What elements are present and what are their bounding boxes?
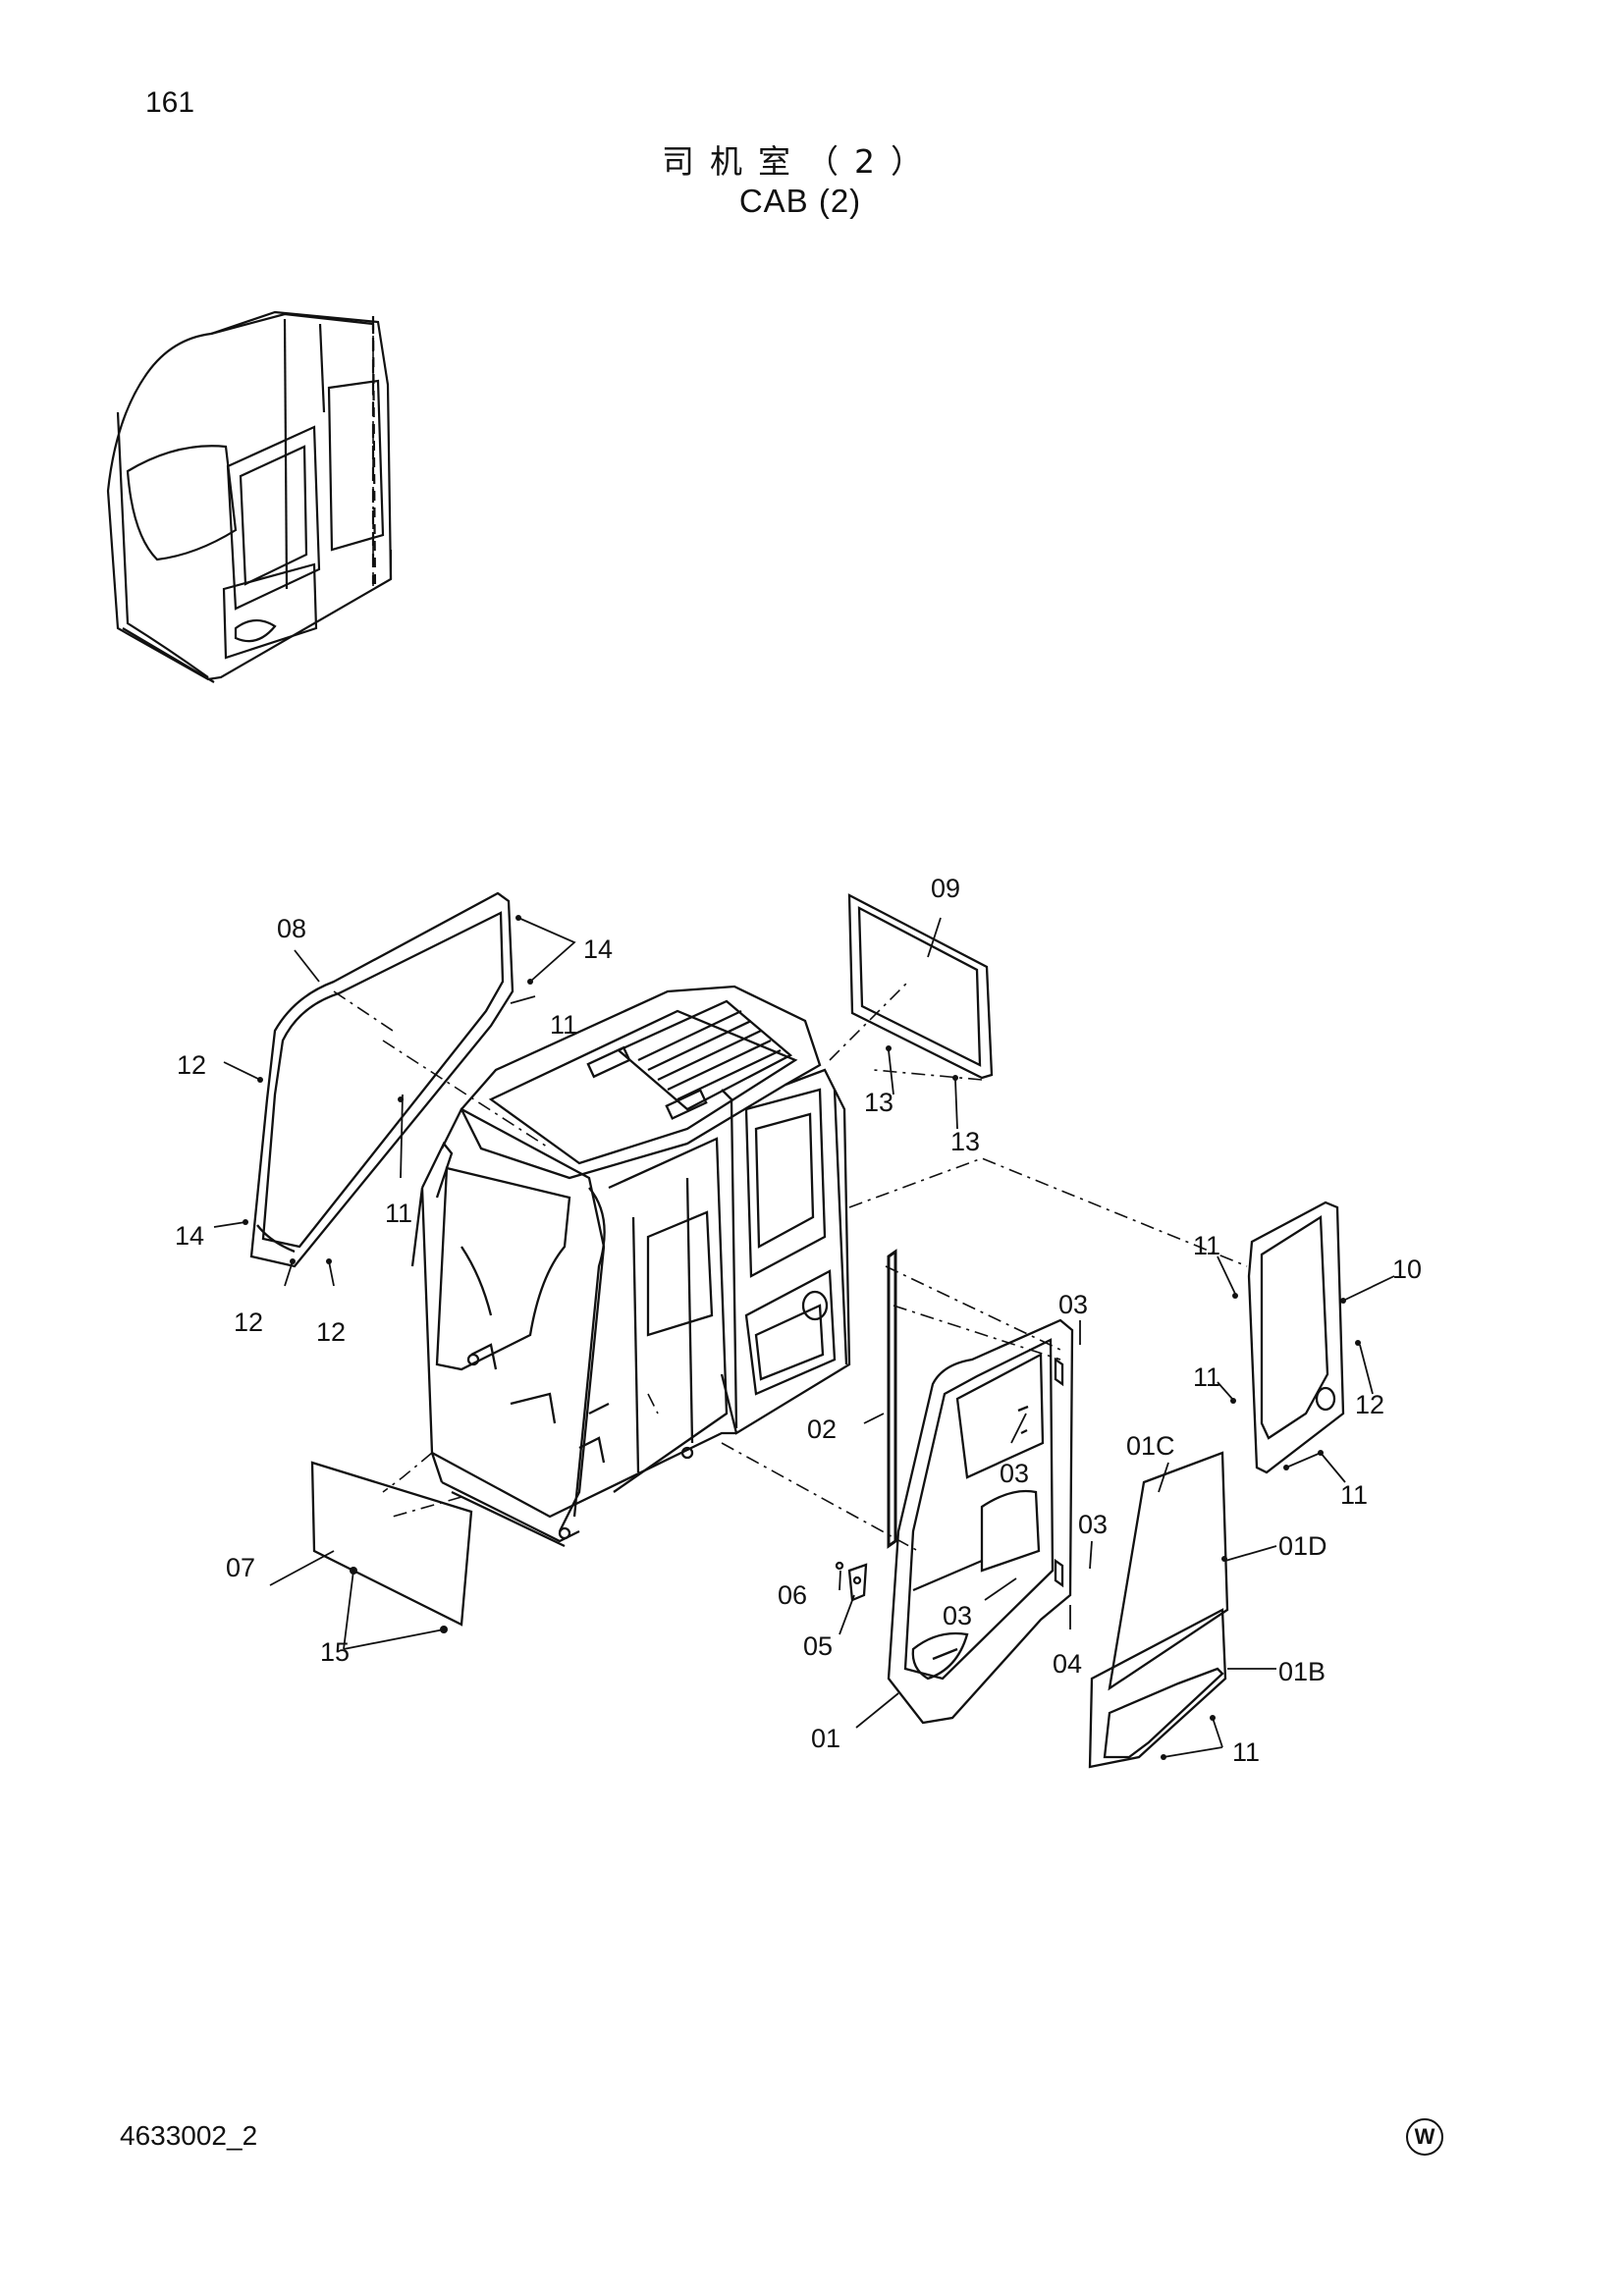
callout-02: 02 [807,1415,837,1444]
callout-01D: 01D [1278,1531,1327,1561]
part-02-seal [887,1249,897,1549]
page-title-chinese: 司机室（2） [662,142,939,181]
cab-frame [410,985,851,1548]
part-10-side-glass [1247,1201,1345,1474]
part-09-roof-glass [847,893,994,1080]
callout-12-bottom-b: 12 [316,1317,346,1347]
callout-12-right: 12 [1355,1390,1384,1419]
alignment-lines [333,316,1248,1552]
callout-01C: 01C [1126,1431,1175,1461]
callout-11-right-mid: 11 [1193,1362,1220,1392]
part-05-06-latch [835,1561,868,1602]
callout-03-top: 03 [1058,1290,1088,1319]
callout-08: 08 [277,914,306,943]
callout-03-right: 03 [1078,1510,1108,1539]
part-01B-door-lower-glass [1088,1608,1227,1769]
part-01C-door-upper-glass [1108,1451,1229,1691]
callout-07: 07 [226,1553,255,1582]
callout-12-left: 12 [177,1050,206,1080]
callout-01B: 01B [1278,1657,1326,1686]
document-code: 4633002_2 [120,2120,258,2151]
callout-13-a: 13 [864,1088,893,1117]
callout-14-left: 14 [175,1221,204,1251]
fastener-dots [243,915,1361,1760]
callout-01: 01 [811,1724,840,1753]
callout-12-bottom-a: 12 [234,1308,263,1337]
callout-10: 10 [1392,1255,1422,1284]
page-number: 161 [145,86,195,119]
callout-11-top: 11 [550,1010,577,1040]
callout-14-top: 14 [583,934,613,964]
callout-13-b: 13 [950,1127,980,1156]
callout-11-right-bottom: 11 [1340,1480,1368,1510]
w-mark-icon: W [1406,2118,1443,2156]
part-01-door [887,1318,1074,1725]
callout-09: 09 [931,874,960,903]
callout-05: 05 [803,1631,833,1661]
callout-11-right-top: 11 [1193,1231,1220,1260]
callout-03-mid: 03 [1000,1459,1029,1488]
callout-03-bottom: 03 [943,1601,972,1630]
callout-11-bottom: 11 [1232,1737,1260,1767]
page-title-english: CAB (2) [738,183,862,219]
part-07-lower-glass [310,1461,473,1627]
part-08-front-glass [249,891,514,1268]
leader-lines [213,917,1395,1758]
callout-06: 06 [778,1580,807,1610]
callout-15: 15 [320,1637,350,1667]
reference-cab-thumbnail [106,310,393,683]
callout-11-left: 11 [385,1199,412,1228]
callout-04: 04 [1053,1649,1082,1679]
